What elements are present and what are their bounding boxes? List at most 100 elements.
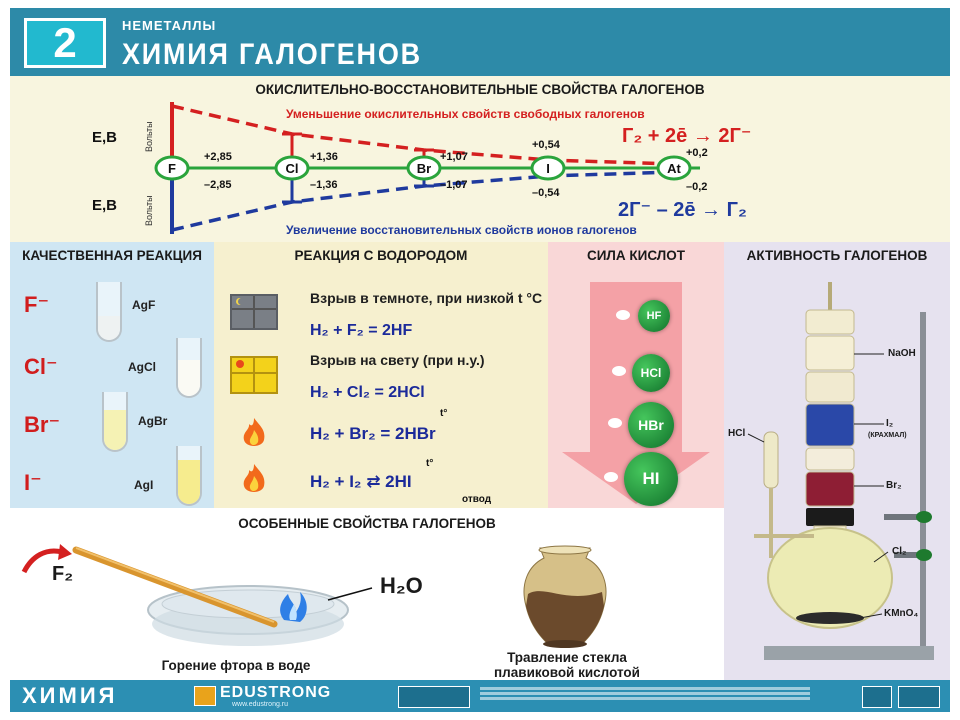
i-plus: +0,54: [532, 139, 561, 151]
qualitative-panel: КАЧЕСТВЕННАЯ РЕАКЦИЯ F⁻ AgF Cl⁻ AgCl Br⁻…: [10, 242, 214, 508]
oxidation-equation: Г₂ + 2ē → 2Г⁻: [622, 125, 751, 147]
volts-label-top: Вольты: [144, 121, 154, 152]
node-f-label: F: [168, 161, 176, 176]
publisher-logo-icon: [194, 686, 216, 706]
badge-icon: [862, 686, 892, 708]
acid-panel: СИЛА КИСЛОТ HF HCl HBr HI: [548, 242, 724, 508]
acid-hbr: HBr: [628, 402, 674, 448]
acid-hi-shine: [604, 472, 618, 482]
apparatus-illustration: [747, 282, 934, 660]
hydrogen-panel: РЕАКЦИЯ С ВОДОРОДОМ Взрыв в темноте, при…: [214, 242, 548, 508]
f-minus: –2,85: [204, 179, 232, 191]
ion-br: Br⁻: [24, 412, 61, 437]
at-minus: –0,2: [686, 181, 707, 193]
activity-panel: АКТИВНОСТЬ ГАЛОГЕНОВ: [724, 242, 950, 680]
glass-caption-2: плавиковой кислотой: [494, 665, 640, 680]
salt-agi: AgI: [134, 478, 154, 492]
node-at-label: At: [667, 161, 681, 176]
hydrogen-title: РЕАКЦИЯ С ВОДОРОДОМ: [294, 248, 468, 263]
special-section: ОСОБЕННЫЕ СВОЙСТВА ГАЛОГЕНОВ F₂ H₂O Горе…: [10, 508, 724, 680]
label-i2: I₂: [886, 418, 894, 429]
f-plus: +2,85: [204, 151, 232, 163]
reaction-f-equation: H₂ + F₂ = 2HF: [310, 322, 413, 339]
glass-caption-1: Травление стекла: [507, 650, 627, 665]
acid-arrow: [562, 282, 710, 504]
lit-window-icon: [230, 356, 278, 394]
redox-diagram: F Cl Br I At +2,85 –2,85 +1,36 –1,36 +1,…: [92, 102, 751, 237]
node-f: [154, 155, 190, 181]
dark-window-icon: [230, 294, 278, 330]
acid-hcl-shine: [612, 366, 626, 376]
footer-brand: ХИМИЯ: [22, 683, 118, 708]
ion-cl: Cl⁻: [24, 354, 58, 379]
reaction-i-equation: H₂ + I₂ ⇄ 2HI: [310, 472, 412, 491]
acid-hcl: HCl: [632, 354, 670, 392]
header-subtitle: НЕМЕТАЛЛЫ: [122, 18, 217, 33]
temp-br: t°: [440, 408, 448, 419]
acid-hbr-shine: [608, 418, 622, 428]
acid-hi: HI: [624, 452, 678, 506]
volts-label-bottom: Вольты: [144, 195, 154, 226]
redox-title: ОКИСЛИТЕЛЬНО-ВОССТАНОВИТЕЛЬНЫЕ СВОЙСТВА …: [255, 82, 705, 97]
salt-agf: AgF: [132, 298, 156, 312]
reaction-cl-desc: Взрыв на свету (при н.у.): [310, 352, 485, 368]
page-title: ХИМИЯ ГАЛОГЕНОВ: [122, 38, 422, 71]
code-icon: [898, 686, 940, 708]
flame-icon: [243, 464, 265, 492]
tube-agi: [176, 446, 202, 506]
temp-i: t°: [426, 458, 434, 469]
node-br-label: Br: [417, 161, 431, 176]
reaction-br-equation: H₂ + Br₂ = 2HBr: [310, 424, 436, 443]
fluorine-water-illustration: [21, 544, 373, 646]
poster: 2 НЕМЕТАЛЛЫ ХИМИЯ ГАЛОГЕНОВ ОКИСЛИТЕЛЬНО…: [10, 8, 950, 712]
label-hcl: HCl: [728, 428, 746, 439]
cl-minus: –1,36: [310, 179, 338, 191]
ion-f: F⁻: [24, 292, 50, 317]
salt-agbr: AgBr: [138, 414, 168, 428]
chapter-number: 2: [24, 18, 106, 68]
acid-hf-shine: [616, 310, 630, 320]
redox-section: ОКИСЛИТЕЛЬНО-ВОССТАНОВИТЕЛЬНЫЕ СВОЙСТВА …: [10, 76, 950, 242]
label-br2: Br₂: [886, 480, 902, 491]
br-plus: +1,07: [440, 151, 468, 163]
header-bar: 2 НЕМЕТАЛЛЫ ХИМИЯ ГАЛОГЕНОВ: [10, 8, 950, 76]
at-plus: +0,2: [686, 147, 708, 159]
flame-icon: [243, 418, 265, 446]
node-i: [530, 155, 566, 181]
increase-caption: Увеличение восстановительных свойств ион…: [286, 223, 637, 237]
axis-label-top: Е,В: [92, 129, 117, 146]
tube-agbr: [102, 392, 128, 452]
br-minus: –1,07: [440, 179, 468, 191]
footer-bar: ХИМИЯ EDUSTRONG www.edustrong.ru: [10, 680, 950, 712]
node-at: [656, 155, 692, 181]
axis-label-bottom: Е,В: [92, 197, 117, 214]
qualitative-title: КАЧЕСТВЕННАЯ РЕАКЦИЯ: [22, 248, 202, 263]
footer-url: www.edustrong.ru: [232, 701, 289, 708]
acid-title: СИЛА КИСЛОТ: [586, 248, 685, 263]
node-cl: [274, 155, 310, 181]
tube-agf: [96, 282, 122, 342]
footer-publisher: EDUSTRONG: [220, 684, 332, 701]
cl-plus: +1,36: [310, 151, 338, 163]
node-i-label: I: [546, 161, 550, 176]
special-title: ОСОБЕННЫЕ СВОЙСТВА ГАЛОГЕНОВ: [238, 516, 496, 531]
label-h2o: H₂O: [380, 573, 423, 598]
ion-i: I⁻: [24, 470, 42, 495]
activity-title: АКТИВНОСТЬ ГАЛОГЕНОВ: [746, 248, 928, 263]
vase-illustration: [523, 545, 607, 648]
reaction-f-desc: Взрыв в темноте, при низкой t °С: [310, 290, 543, 306]
footer-fine-print: [480, 685, 810, 707]
partner-logo-icon: [398, 686, 470, 708]
node-br: [406, 155, 442, 181]
label-naoh: NaOH: [888, 348, 916, 359]
label-kmno4: KMnO₄: [884, 608, 919, 619]
reduction-equation: 2Г⁻ – 2ē → Г₂: [618, 199, 747, 221]
reaction-i-note: отвод: [462, 494, 492, 505]
fluorine-caption: Горение фтора в воде: [161, 658, 311, 673]
label-f2: F₂: [52, 563, 74, 585]
i-minus: –0,54: [532, 187, 560, 199]
node-cl-label: Cl: [286, 161, 299, 176]
label-cl2: Cl₂: [892, 546, 907, 557]
label-starch: (КРАХМАЛ): [868, 432, 907, 439]
tube-agcl: [176, 338, 202, 398]
